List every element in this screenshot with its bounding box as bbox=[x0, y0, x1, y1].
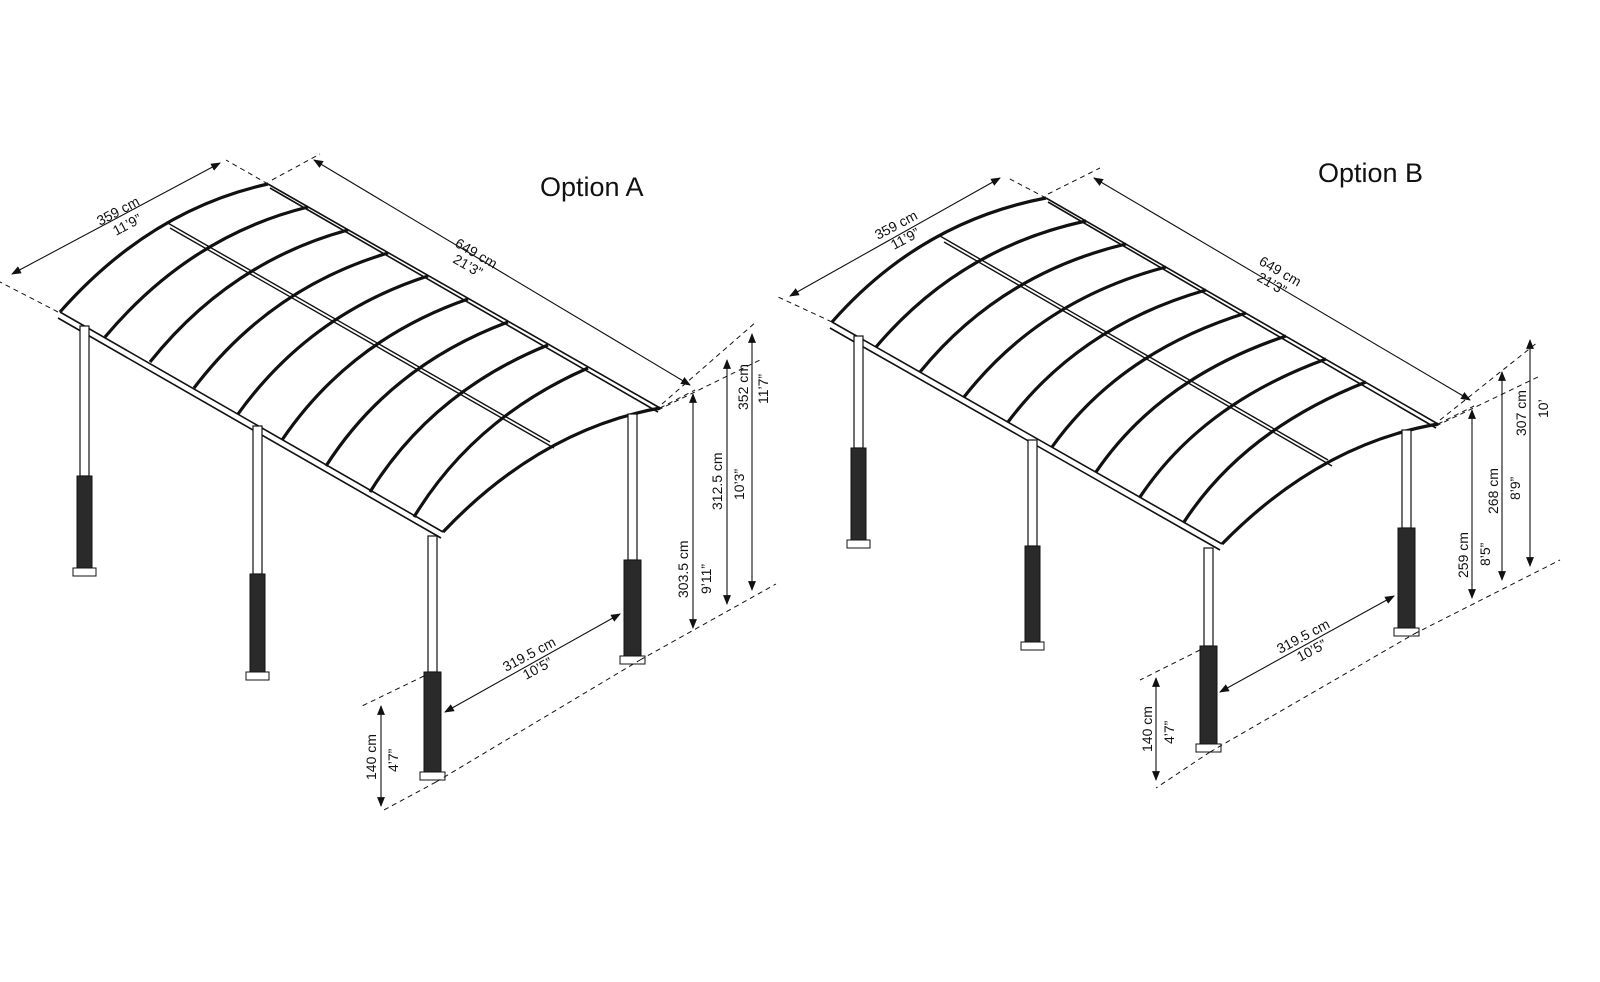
option-b-h-mid-cm: 268 cm bbox=[1485, 468, 1501, 514]
option-b-h-eave-cm: 259 cm bbox=[1455, 532, 1471, 578]
option-a-post-ft: 4’7” bbox=[385, 748, 401, 772]
option-b-title: Option B bbox=[1318, 158, 1423, 188]
option-b-h-total-ft: 10’ bbox=[1535, 399, 1551, 418]
option-b-posts bbox=[846, 335, 1420, 753]
option-a-h-mid-ft: 10’3” bbox=[731, 469, 747, 500]
option-a-title: Option A bbox=[540, 172, 644, 202]
option-a-drawing: Option A bbox=[0, 153, 777, 811]
option-b-extension-lines bbox=[775, 167, 1561, 789]
option-b-post-cm: 140 cm bbox=[1139, 706, 1155, 752]
option-a-h-eave-cm: 303.5 cm bbox=[675, 540, 691, 598]
option-b-drawing: Option B bbox=[775, 158, 1561, 789]
option-a-dimension-lines bbox=[11, 159, 756, 807]
option-a-post-cm: 140 cm bbox=[363, 734, 379, 780]
option-b-h-total-cm: 307 cm bbox=[1513, 390, 1529, 436]
option-a-h-total-ft: 11’7” bbox=[755, 374, 771, 404]
option-a-posts bbox=[72, 325, 646, 781]
option-a-h-total-cm: 352 cm bbox=[735, 364, 751, 410]
option-b-post-ft: 4’7” bbox=[1161, 720, 1177, 744]
option-a-h-eave-ft: 9’11” bbox=[698, 564, 714, 594]
option-a-h-mid-cm: 312.5 cm bbox=[709, 452, 725, 510]
option-b-dimension-lines bbox=[789, 177, 1534, 781]
option-b-h-mid-ft: 8’9” bbox=[1507, 476, 1523, 500]
option-b-h-eave-ft: 8’5” bbox=[1477, 542, 1493, 566]
